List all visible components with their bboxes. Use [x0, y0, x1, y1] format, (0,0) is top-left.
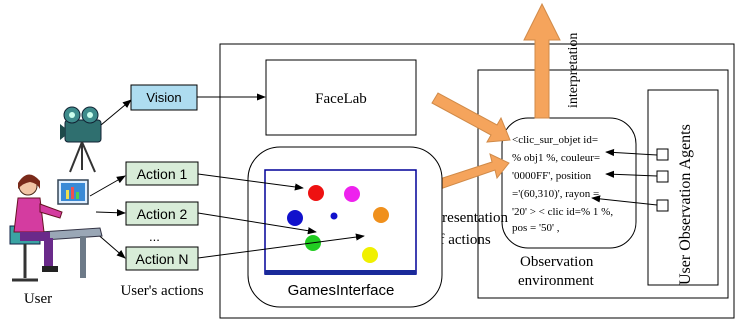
video-camera-icon — [60, 106, 102, 173]
facelab-label: FaceLab — [315, 91, 367, 107]
interpretation-arrow — [523, 2, 561, 119]
trace-line-3: '0000FF', position — [512, 170, 592, 182]
users-actions-label: User's actions — [120, 283, 203, 299]
game-circle-red — [308, 185, 324, 201]
observation-trace-box — [501, 117, 637, 249]
actions-ellipsis: ... — [149, 229, 160, 244]
vision-box — [130, 84, 198, 111]
agent-arrow-2 — [605, 170, 658, 178]
trace-line-4: ='(60,310)', rayon = — [512, 188, 599, 200]
facelab-box — [265, 59, 417, 136]
system-frame — [219, 43, 735, 319]
user-observation-agents-box — [647, 89, 719, 286]
agent-square-2 — [656, 170, 669, 183]
user-label: User — [24, 291, 52, 307]
agent-square-3 — [656, 199, 669, 212]
agent-arrow-3 — [591, 195, 658, 206]
observation-environment-label-1: Observation — [520, 254, 594, 270]
observation-environment-label-2: environment — [518, 273, 595, 289]
trace-line-6: pos = '50' , — [512, 222, 560, 234]
game-circle-yellow — [362, 247, 378, 263]
game-circle-blue-large — [287, 210, 303, 226]
agent-square-1 — [656, 148, 669, 161]
vision-label: Vision — [146, 90, 181, 105]
trace-line-5: '20' > < clic id=% 1 %, — [512, 206, 613, 218]
trace-line-2: % obj1 %, couleur= — [512, 152, 600, 164]
action-n-arrow — [197, 233, 365, 259]
user-observation-agents-label: User Observation Agents — [677, 124, 694, 285]
action-1-arrow — [197, 173, 304, 191]
game-screen-taskbar — [265, 270, 416, 275]
game-circle-magenta — [344, 186, 360, 202]
game-circle-orange — [373, 207, 389, 223]
observation-environment-frame — [477, 69, 729, 299]
trace-text: <clic_sur_objet id= % obj1 %, couleur= '… — [512, 134, 616, 234]
facelab-to-trace-arrow — [431, 92, 511, 143]
game-circle-blue-small — [330, 212, 338, 220]
user-to-action-2-arrow — [95, 209, 126, 217]
action-n-label: Action N — [136, 251, 189, 267]
user-to-action-1-arrow — [89, 175, 126, 197]
agent-arrow-1 — [605, 148, 658, 157]
action-n-box — [125, 246, 199, 271]
user-at-computer-icon — [9, 174, 103, 282]
trace-line-1: <clic_sur_objet id= — [512, 134, 598, 146]
action-1-box — [125, 161, 199, 186]
action-2-label: Action 2 — [137, 206, 188, 222]
action-1-label: Action 1 — [137, 166, 188, 182]
action-2-arrow — [197, 212, 317, 235]
representation-label-2: of actions — [432, 232, 491, 248]
interpretation-label: interpretation — [566, 33, 581, 108]
games-interface-label: GamesInterface — [288, 282, 395, 299]
